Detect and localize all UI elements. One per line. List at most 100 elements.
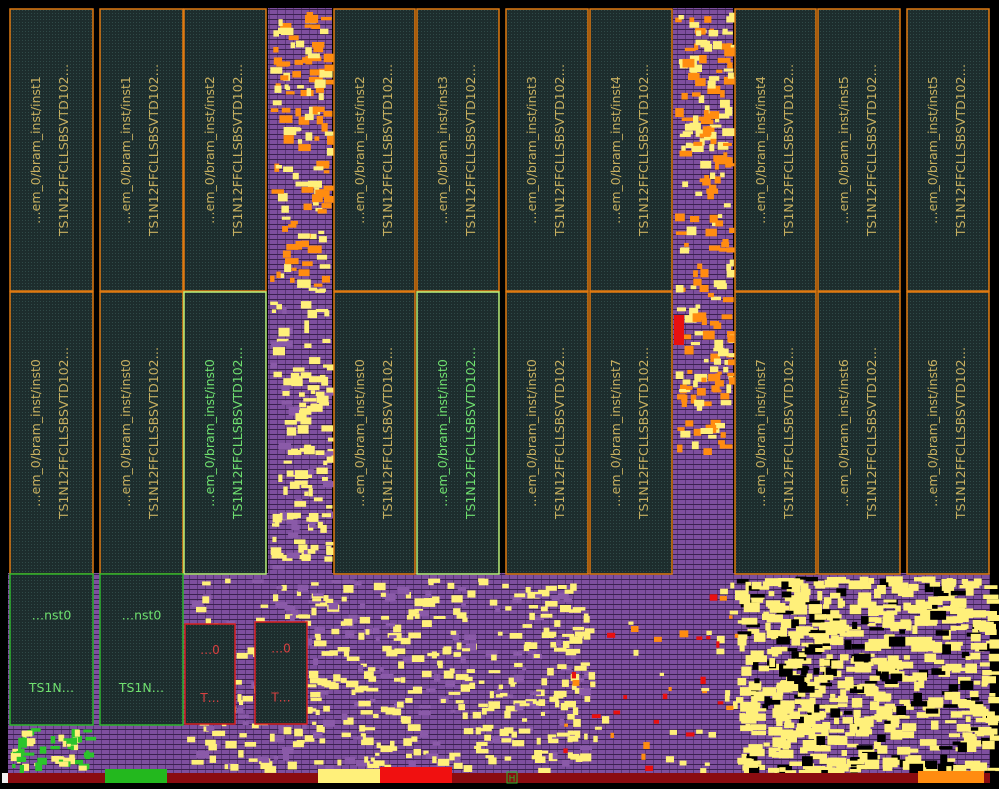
cell-cluster [309, 69, 320, 76]
cell-cluster [385, 593, 396, 602]
cell-cluster [723, 203, 731, 208]
cell-cluster [948, 684, 959, 692]
memory-macro[interactable]: …0T… [254, 621, 308, 725]
cell-cluster [943, 704, 958, 708]
cell-cluster [308, 56, 322, 62]
cell-cluster [804, 720, 816, 727]
cell-cluster [212, 730, 226, 737]
cell-cluster [781, 591, 792, 598]
cell-cluster [780, 619, 793, 629]
cell-cluster [359, 616, 371, 624]
cell-cluster [820, 659, 830, 666]
cell-cluster [514, 593, 526, 598]
cell-cluster [751, 581, 762, 590]
cell-cluster [286, 427, 297, 436]
cell-cluster [318, 93, 324, 101]
cell-cluster [543, 710, 550, 714]
cell-cluster [916, 712, 929, 718]
cell-cluster [741, 666, 752, 676]
cell-cluster [535, 594, 542, 598]
cell-cluster [831, 637, 844, 646]
cell-cluster [730, 582, 735, 589]
cell-cluster [693, 380, 698, 388]
cell-cluster [400, 716, 408, 722]
cell-cluster [368, 676, 377, 682]
cell-cluster [326, 547, 340, 555]
cell-cluster [982, 676, 996, 684]
cell-cluster [380, 592, 386, 597]
pin-marker-label: H [509, 775, 516, 785]
cell-cluster [831, 635, 839, 641]
cell-cluster [319, 288, 326, 292]
memory-macro[interactable]: …nst0TS1N… [9, 573, 94, 726]
cell-cluster [695, 78, 706, 87]
cell-cluster [570, 651, 576, 660]
cell-cluster [346, 656, 360, 661]
cell-cluster [813, 632, 824, 640]
cell-cluster [699, 55, 707, 64]
cell-cluster [280, 23, 292, 31]
memory-macro[interactable]: …nst0TS1N… [99, 573, 184, 726]
cell-cluster [437, 758, 450, 766]
cell-cluster [10, 753, 21, 762]
macro-lib-name: TS1N12FFCLLSBSVTD102… [636, 64, 651, 237]
cell-cluster [321, 425, 334, 432]
cell-cluster [301, 186, 314, 193]
cell-cluster [295, 413, 307, 422]
cell-cluster [961, 651, 969, 658]
cell-cluster [815, 584, 826, 589]
cell-cluster [897, 587, 909, 596]
cell-cluster [884, 723, 896, 733]
cell-cluster [451, 595, 463, 603]
cell-cluster [807, 742, 818, 751]
cell-cluster [305, 684, 317, 688]
macro-outline [589, 8, 673, 292]
macro-instance-name: …em_0/bram_inst/inst3 [435, 76, 450, 224]
cell-cluster [972, 620, 981, 628]
macro-lib-name: TS1N12FFCLLSBSVTD102… [230, 64, 245, 237]
cell-cluster [862, 751, 878, 762]
cell-cluster [297, 584, 308, 592]
cell-cluster [891, 588, 904, 594]
cell-cluster [690, 394, 697, 404]
cell-cluster [312, 106, 318, 115]
cell-cluster [66, 743, 78, 747]
cell-cluster [562, 633, 575, 637]
cell-cluster [787, 676, 804, 684]
cell-cluster [392, 708, 402, 716]
cell-cluster [324, 310, 330, 317]
cell-cluster [724, 694, 730, 702]
cell-cluster [319, 402, 329, 406]
memory-macro[interactable]: …0T… [184, 623, 236, 725]
cell-cluster [312, 194, 323, 203]
cell-cluster [281, 400, 293, 405]
cell-cluster [274, 85, 282, 93]
cell-cluster [317, 209, 327, 214]
cell-cluster [788, 578, 801, 587]
cell-cluster [717, 348, 729, 357]
cell-cluster [289, 481, 300, 489]
cell-cluster [888, 580, 903, 587]
macro-outline [333, 8, 416, 292]
